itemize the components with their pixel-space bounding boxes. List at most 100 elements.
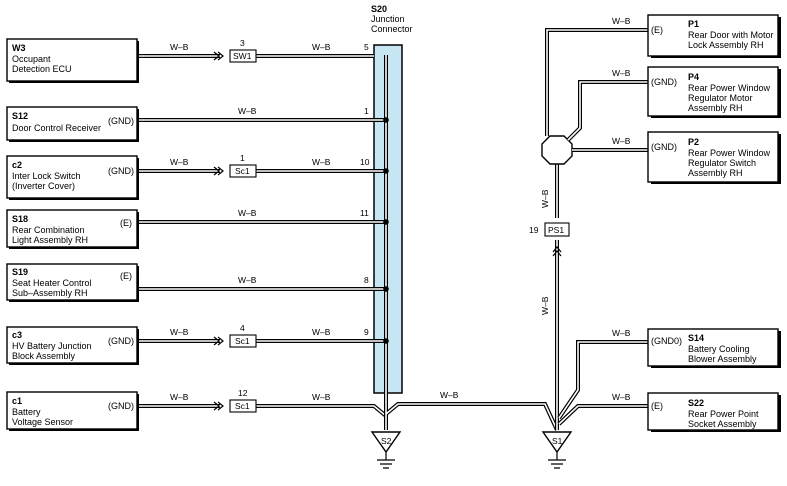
wire-color-label: W–B xyxy=(170,392,189,402)
connector-sc1 xyxy=(229,164,257,178)
component-p4-line2: Regulator Motor xyxy=(688,93,753,103)
component-c3-term: (GND) xyxy=(108,336,134,346)
wire-s14: W–B xyxy=(557,328,648,420)
component-c3-line2: Block Assembly xyxy=(12,351,76,361)
component-c3-id: c3 xyxy=(12,330,22,340)
connector-sc1 xyxy=(229,399,257,413)
wire-color-label: W–B xyxy=(612,68,631,78)
component-c1-term: (GND) xyxy=(108,401,134,411)
junction-pin: 5 xyxy=(364,42,369,52)
wire-s18: W–B 11 xyxy=(139,208,389,225)
component-w3-line2: Detection ECU xyxy=(12,64,72,74)
junction-pin: 10 xyxy=(360,157,370,167)
component-c1-line1: Battery xyxy=(12,407,41,417)
component-s22: (E) S22 Rear Power Point Socket Assembly xyxy=(647,392,781,432)
component-s19: S19 Seat Heater Control Sub–Assembly RH … xyxy=(6,263,139,302)
component-c3: c3 HV Battery Junction Block Assembly (G… xyxy=(6,326,139,365)
component-p2: (GND) P2 Rear Power Window Regulator Swi… xyxy=(647,131,781,184)
splice-octagon xyxy=(541,135,573,165)
component-p4-term: (GND) xyxy=(651,77,677,87)
junction-name-line1: Junction xyxy=(371,14,405,24)
wire-p2: W–B xyxy=(572,136,648,152)
wire-color-label: W–B xyxy=(170,157,189,167)
component-p4-line1: Rear Power Window xyxy=(688,83,771,93)
connector-ps1: PS1 19 xyxy=(529,222,570,237)
component-p2-line1: Rear Power Window xyxy=(688,148,771,158)
connector-sw1-pin: 3 xyxy=(240,38,245,48)
component-s14-term: (GND0) xyxy=(651,336,682,346)
connector-sc1-label: Sc1 xyxy=(235,166,250,176)
wire-color-label: W–B xyxy=(312,157,331,167)
wire-c1: Sc1 12 W–B W–B xyxy=(139,388,388,418)
component-s14-line1: Battery Cooling xyxy=(688,344,750,354)
connector-sc1-label: Sc1 xyxy=(235,336,250,346)
connector-ps1-pin: 19 xyxy=(529,225,539,235)
component-s18-id: S18 xyxy=(12,214,28,224)
component-c1: c1 Battery Voltage Sensor (GND) xyxy=(6,391,139,431)
component-s19-line2: Sub–Assembly RH xyxy=(12,288,88,298)
component-s22-line1: Rear Power Point xyxy=(688,409,759,419)
component-s18-line1: Rear Combination xyxy=(12,225,85,235)
component-s18-line2: Light Assembly RH xyxy=(12,235,88,245)
wire-s19: W–B 8 xyxy=(139,275,389,292)
component-s22-id: S22 xyxy=(688,398,704,408)
wire-color-label: W–B xyxy=(170,327,189,337)
wire-right-trunk: W–B W–B xyxy=(540,160,562,430)
wire-color-label: W–B xyxy=(612,392,631,402)
component-p4: (GND) P4 Rear Power Window Regulator Mot… xyxy=(647,66,781,118)
junction-id: S20 xyxy=(371,4,387,14)
wire-color-label: W–B xyxy=(238,106,257,116)
wire-color-label: W–B xyxy=(312,327,331,337)
component-s12-term: (GND) xyxy=(108,116,134,126)
ground-s1-label: S1 xyxy=(552,436,563,446)
component-s18-term: (E) xyxy=(120,218,132,228)
wire-color-label: W–B xyxy=(612,328,631,338)
component-p1-term: (E) xyxy=(651,25,663,35)
component-c2-term: (GND) xyxy=(108,166,134,176)
ground-s1: S1 xyxy=(541,431,573,469)
component-c1-line2: Voltage Sensor xyxy=(12,417,73,427)
component-p1: (E) P1 Rear Door with Motor Lock Assembl… xyxy=(647,14,781,58)
junction-pin: 9 xyxy=(364,327,369,337)
component-s14-id: S14 xyxy=(688,333,704,343)
component-s22-line2: Socket Assembly xyxy=(688,419,757,429)
component-c1-id: c1 xyxy=(12,396,22,406)
wire-color-label: W–B xyxy=(612,16,631,26)
connector-sc1-pin: 4 xyxy=(240,323,245,333)
connector-sc1-pin: 1 xyxy=(240,153,245,163)
junction-pin: 8 xyxy=(364,275,369,285)
component-p1-line2: Lock Assembly RH xyxy=(688,40,764,50)
component-c2-line2: (Inverter Cover) xyxy=(12,181,75,191)
wire-color-label: W–B xyxy=(540,189,550,208)
component-s14-line2: Blower Assembly xyxy=(688,354,757,364)
component-w3-line1: Occupant xyxy=(12,54,51,64)
wire-color-label: W–B xyxy=(238,208,257,218)
component-p1-id: P1 xyxy=(688,19,699,29)
wire-color-label: W–B xyxy=(540,296,550,315)
component-w3-id: W3 xyxy=(12,43,26,53)
connector-sc1-label: Sc1 xyxy=(235,401,250,411)
component-p4-line3: Assembly RH xyxy=(688,103,743,113)
connector-sw1-label: SW1 xyxy=(233,51,252,61)
connector-sw1 xyxy=(229,49,257,63)
ground-s2-label: S2 xyxy=(381,436,392,446)
wire-color-label: W–B xyxy=(612,136,631,146)
wire-s12: W–B 1 xyxy=(139,106,389,123)
junction-pin: 11 xyxy=(360,208,369,218)
wire-color-label: W–B xyxy=(440,390,459,400)
ground-s2: S2 xyxy=(370,431,402,469)
wire-s2-s1-link: W–B xyxy=(384,390,559,431)
component-s18: S18 Rear Combination Light Assembly RH (… xyxy=(6,209,139,249)
wire-s22: W–B xyxy=(557,392,648,426)
wire-w3: SW1 3 W–B W–B 5 xyxy=(139,38,374,63)
wire-color-label: W–B xyxy=(312,42,331,52)
component-s22-term: (E) xyxy=(651,401,663,411)
component-s19-term: (E) xyxy=(120,271,132,281)
component-p2-line2: Regulator Switch xyxy=(688,158,756,168)
wire-c2: Sc1 1 W–B W–B 10 xyxy=(139,153,389,178)
wire-color-label: W–B xyxy=(312,392,331,402)
component-c2: c2 Inter Lock Switch (Inverter Cover) (G… xyxy=(6,155,139,200)
wire-p1: W–B xyxy=(545,16,648,136)
junction-pin: 1 xyxy=(364,106,369,116)
